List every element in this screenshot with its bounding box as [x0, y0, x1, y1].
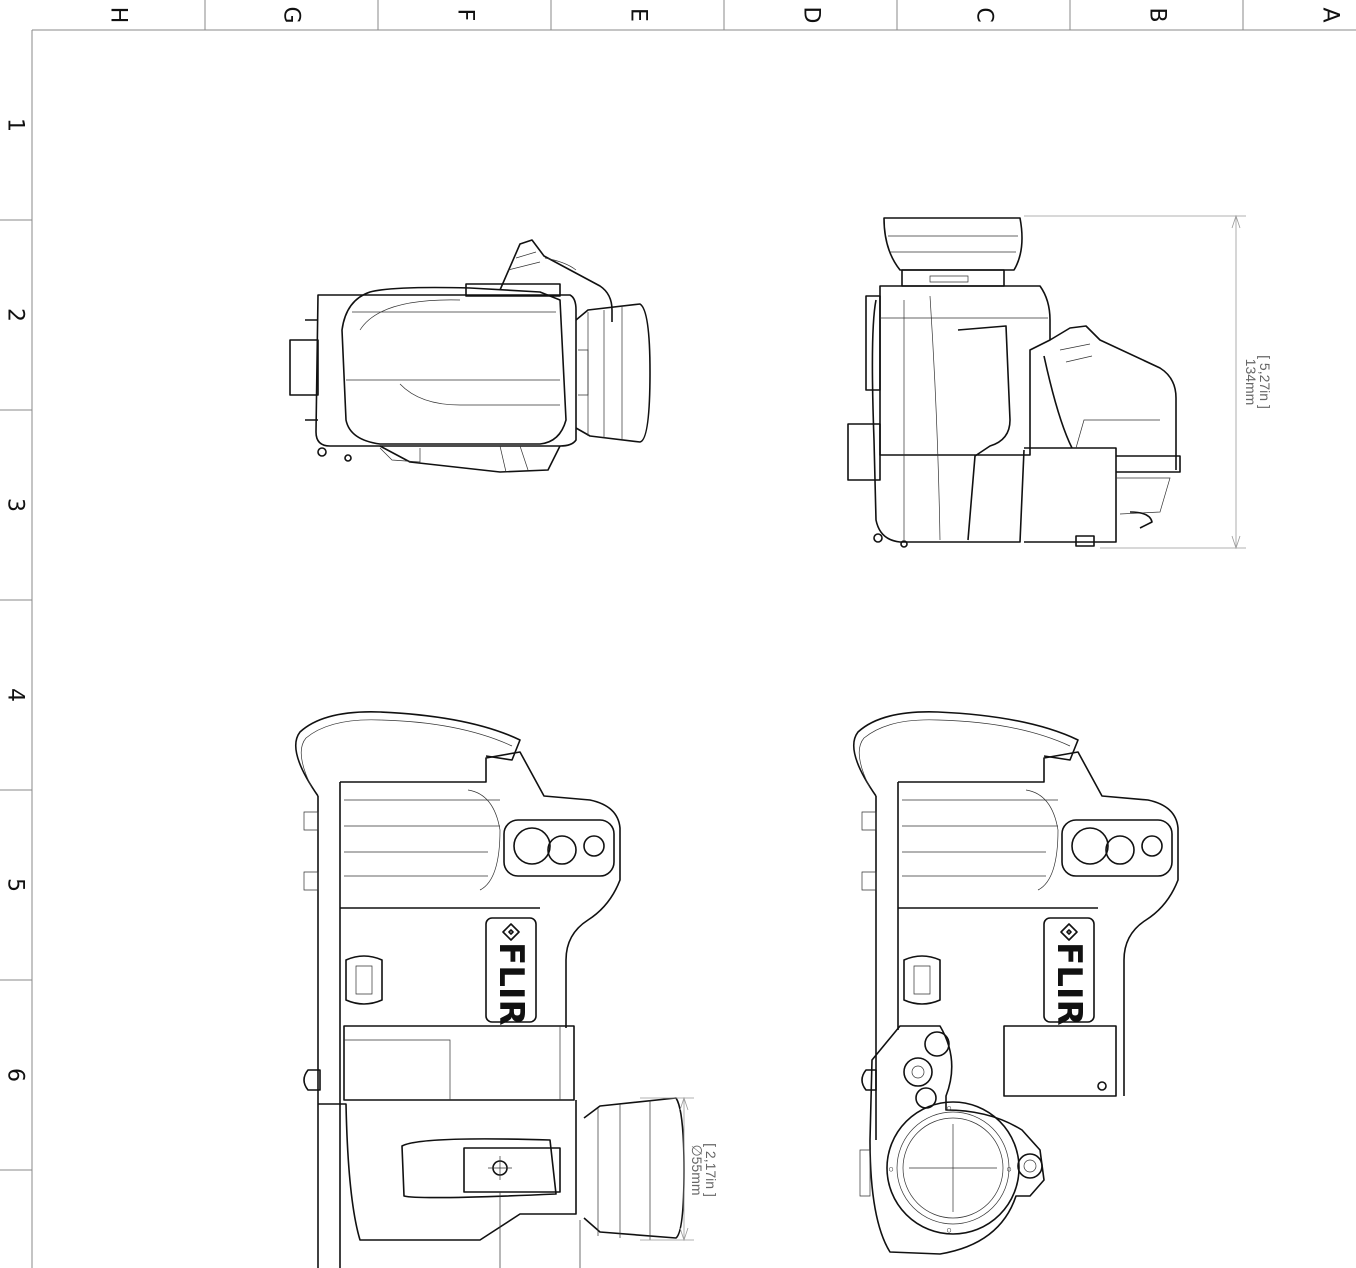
height-dimension-inches: [ 5,27in ] [1257, 355, 1273, 409]
height-dimension-mm: 134mm [1243, 359, 1259, 406]
zone-number-6: 6 [3, 1068, 28, 1082]
zone-number-2: 2 [3, 308, 28, 322]
zone-letter-c: C [972, 7, 997, 22]
lens-ring-engraving: ○ ○ ○ ○ [889, 1104, 1011, 1234]
zone-letter-d: D [799, 7, 824, 24]
zone-number-3: 3 [3, 498, 28, 512]
lens-dimension-line [640, 1096, 694, 1242]
flir-diamond-icon-right [1060, 923, 1078, 941]
camera-side-view-right [847, 217, 1181, 548]
flir-logo-left: FLIR [491, 942, 531, 1026]
zone-number-4: 4 [3, 688, 28, 702]
zone-letter-b: B [1145, 7, 1170, 22]
zone-letter-g: G [279, 6, 304, 23]
camera-front-view-right: ○ ○ ○ ○ [852, 711, 1179, 1255]
camera-side-view-left [289, 239, 651, 473]
lens-dimension-inches: [ 2,17in ] [703, 1143, 719, 1197]
lens-dimension-mm: ∅55mm [689, 1144, 705, 1195]
zone-letter-h: H [106, 7, 131, 24]
zone-number-5: 5 [3, 878, 28, 892]
camera-rear-view-left [294, 711, 685, 1268]
zone-letter-f: F [453, 9, 478, 22]
zone-letter-e: E [626, 8, 651, 22]
zone-number-1: 1 [3, 118, 28, 132]
flir-logo-right: FLIR [1049, 942, 1089, 1026]
flir-diamond-icon-left [502, 923, 520, 941]
zone-letter-a: A [1318, 7, 1343, 22]
height-dimension-line [1024, 214, 1246, 550]
